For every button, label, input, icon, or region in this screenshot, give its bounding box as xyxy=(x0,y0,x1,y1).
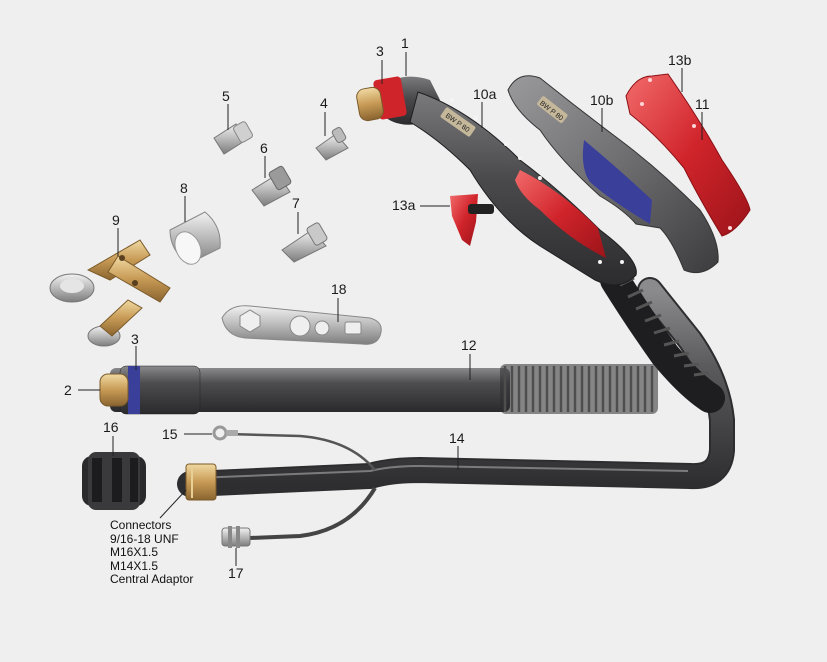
callout-10b: 10b xyxy=(590,92,614,108)
callout-16: 16 xyxy=(103,419,119,435)
connectors-line-2: M16X1.5 xyxy=(110,545,159,560)
trigger-13a xyxy=(450,194,494,246)
machine-torch xyxy=(99,364,658,415)
electrode-7 xyxy=(281,222,328,263)
callout-1: 1 xyxy=(401,35,409,51)
callout-8: 8 xyxy=(180,180,188,196)
callout-2: 2 xyxy=(64,382,72,398)
torch-handle-10b: BW P 80 xyxy=(507,75,719,274)
callout-4: 4 xyxy=(320,95,328,111)
callout-13a: 13a xyxy=(392,197,416,213)
insulation-cap xyxy=(82,452,146,510)
branch-leads xyxy=(227,432,377,540)
leader-lines xyxy=(78,52,703,566)
brass-connector xyxy=(185,463,217,501)
callout-12: 12 xyxy=(461,337,477,353)
connectors-title: Connectors xyxy=(110,518,172,532)
callout-13b: 13b xyxy=(668,52,692,68)
nozzle-5 xyxy=(213,121,253,155)
callout-11: 11 xyxy=(695,96,710,112)
callout-15: 15 xyxy=(162,426,178,442)
callout-14: 14 xyxy=(449,430,465,446)
handle-cover-11 xyxy=(625,73,751,237)
control-plug xyxy=(221,526,251,548)
torch-handle-10a: BW P 80 xyxy=(409,91,637,286)
callout-17: 17 xyxy=(228,565,244,581)
callout-3-bottom: 3 xyxy=(131,331,139,347)
stand-off-guide xyxy=(49,239,171,347)
callout-9: 9 xyxy=(112,212,120,228)
callout-10a: 10a xyxy=(473,86,497,102)
connectors-line-1: 9/16-18 UNF xyxy=(110,531,179,546)
nozzle-4 xyxy=(315,127,349,161)
callout-5: 5 xyxy=(222,88,230,104)
connectors-line-4: Central Adaptor xyxy=(110,572,194,587)
spanner-wrench xyxy=(221,305,382,345)
electrode-6 xyxy=(251,165,292,207)
callout-6: 6 xyxy=(260,140,268,156)
power-cable xyxy=(177,265,735,497)
callout-7: 7 xyxy=(292,195,300,211)
connectors-note: Connectors 9/16-18 UNF M16X1.5 M14X1.5 C… xyxy=(110,518,194,587)
shield-cup xyxy=(169,211,221,265)
connectors-line-3: M14X1.5 xyxy=(110,558,159,573)
callout-3-top: 3 xyxy=(376,43,384,59)
ring-terminal xyxy=(212,425,238,441)
callout-18: 18 xyxy=(331,281,347,297)
